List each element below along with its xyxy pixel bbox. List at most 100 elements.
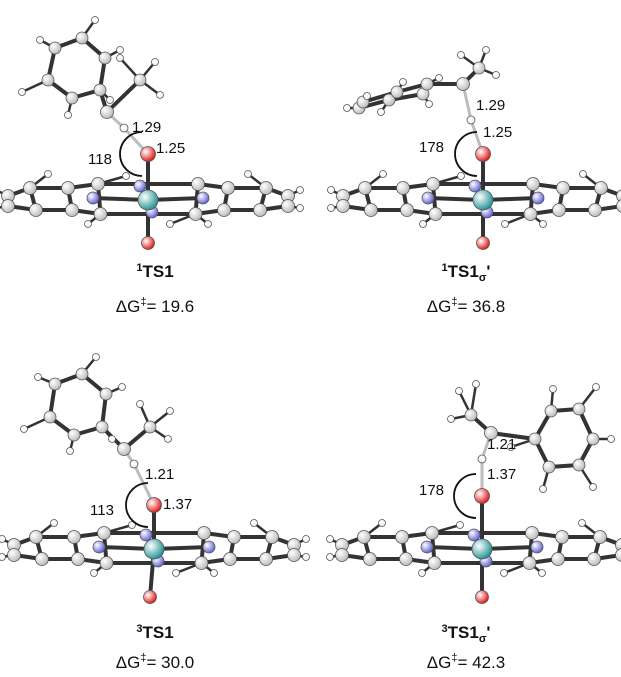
ring-carbon-atom	[98, 51, 112, 65]
carbon-atom	[93, 207, 108, 221]
hydrogen-atom	[92, 353, 100, 361]
carbon-atom	[259, 181, 273, 195]
hydrogen-atom	[34, 373, 42, 381]
hydrogen-atom	[116, 46, 124, 54]
oh-distance-label: 1.25	[156, 140, 185, 157]
hydrogen-atom	[122, 172, 130, 180]
carbon-atom	[400, 203, 414, 217]
ring-carbon-atom	[95, 420, 109, 434]
hydrogen-atom	[128, 521, 136, 529]
angle-label: 118	[88, 151, 112, 168]
hydrogen-atom	[20, 425, 28, 433]
hydrogen-atom	[0, 535, 6, 543]
hydrogen-atom	[50, 519, 58, 527]
carbon-atom	[191, 177, 205, 191]
hydrogen-atom	[500, 569, 508, 577]
iron-atom	[472, 189, 494, 211]
ring-carbon-atom	[48, 377, 62, 391]
hydrogen-atom	[539, 220, 547, 228]
carbon-atom	[287, 548, 301, 562]
hydrogen-atom	[425, 100, 433, 108]
hydrogen-atom	[250, 519, 258, 527]
methyl-carbon-atom	[143, 420, 157, 434]
nitrogen-atom	[467, 528, 481, 542]
bond	[489, 431, 537, 441]
carbon-atom	[425, 526, 439, 540]
carbon-atom	[188, 207, 203, 221]
carbon-atom	[91, 177, 105, 191]
carbon-atom	[7, 548, 21, 562]
ring-carbon-atom	[528, 432, 542, 446]
hydrogen-atom	[507, 443, 515, 451]
carbon-atom	[525, 526, 539, 540]
nitrogen-atom	[468, 179, 482, 193]
hydrogen-atom	[136, 400, 144, 408]
hydrogen-atom	[418, 569, 426, 577]
hydrogen-atom	[156, 91, 164, 99]
ch-distance-label: 1.21	[487, 436, 516, 453]
methyl-carbon-atom	[472, 61, 486, 75]
ring-carbon-atom	[542, 460, 556, 474]
ring-carbon-atom	[41, 73, 55, 87]
carbon-atom	[335, 548, 349, 562]
nitrogen-atom	[133, 179, 147, 193]
carbon-atom	[197, 526, 211, 540]
carbon-atom	[23, 181, 37, 195]
ring-carbon-atom	[43, 410, 57, 424]
axial-oxygen-atom	[141, 236, 155, 250]
carbon-atom	[227, 530, 241, 544]
hydrogen-atom	[399, 78, 407, 86]
hydrogen-atom	[578, 519, 586, 527]
ring-carbon-atom	[99, 387, 113, 401]
hydrogen-atom	[538, 569, 546, 577]
carbon-atom	[65, 203, 79, 217]
carbon-atom	[281, 199, 295, 213]
hydrogen-atom	[296, 204, 304, 212]
hydrogen-atom	[378, 519, 386, 527]
angle-label: 178	[419, 139, 444, 156]
substrate-carbon-atom	[117, 442, 131, 456]
ring-carbon-atom	[586, 432, 600, 446]
nitrogen-atom	[421, 191, 435, 205]
angle-arc	[119, 131, 143, 177]
carbon-atom	[588, 203, 603, 217]
transferring-hydrogen-atom	[119, 123, 129, 133]
carbon-atom	[522, 556, 537, 570]
hydrogen-atom	[151, 58, 159, 66]
carbon-atom	[396, 181, 410, 195]
ring-carbon-atom	[544, 404, 558, 418]
angle-arc	[454, 131, 478, 177]
hydrogen-atom	[204, 220, 212, 228]
hydrogen-atom	[482, 46, 490, 54]
hydrogen-atom	[539, 485, 547, 493]
axial-oxygen-atom	[475, 590, 489, 604]
carbon-atom	[35, 552, 49, 566]
oxo-oxygen-atom	[140, 146, 156, 162]
hydrogen-atom	[64, 111, 72, 119]
ch-distance-label: 1.29	[476, 97, 505, 114]
oxo-oxygen-atom	[146, 497, 162, 513]
carbon-atom	[555, 530, 569, 544]
free-energy-barrier: ΔG‡= 42.3	[426, 652, 506, 672]
substrate-carbon-atom	[100, 105, 114, 119]
carbon-atom	[523, 207, 538, 221]
transferring-hydrogen-atom	[477, 454, 487, 464]
hydrogen-atom	[456, 521, 464, 529]
ring-carbon-atom	[67, 428, 81, 442]
ch-distance-label: 1.29	[132, 119, 161, 136]
nitrogen-atom	[86, 191, 100, 205]
methyl-carbon-atom	[464, 408, 478, 422]
iron-atom	[143, 538, 165, 560]
hydrogen-atom	[607, 435, 615, 443]
carbon-atom	[593, 530, 607, 544]
hydrogen-atom	[363, 92, 371, 100]
carbon-atom	[217, 203, 231, 217]
carbon-atom	[616, 189, 621, 203]
carbon-atom	[265, 530, 279, 544]
axial-oxygen-atom	[476, 236, 490, 250]
